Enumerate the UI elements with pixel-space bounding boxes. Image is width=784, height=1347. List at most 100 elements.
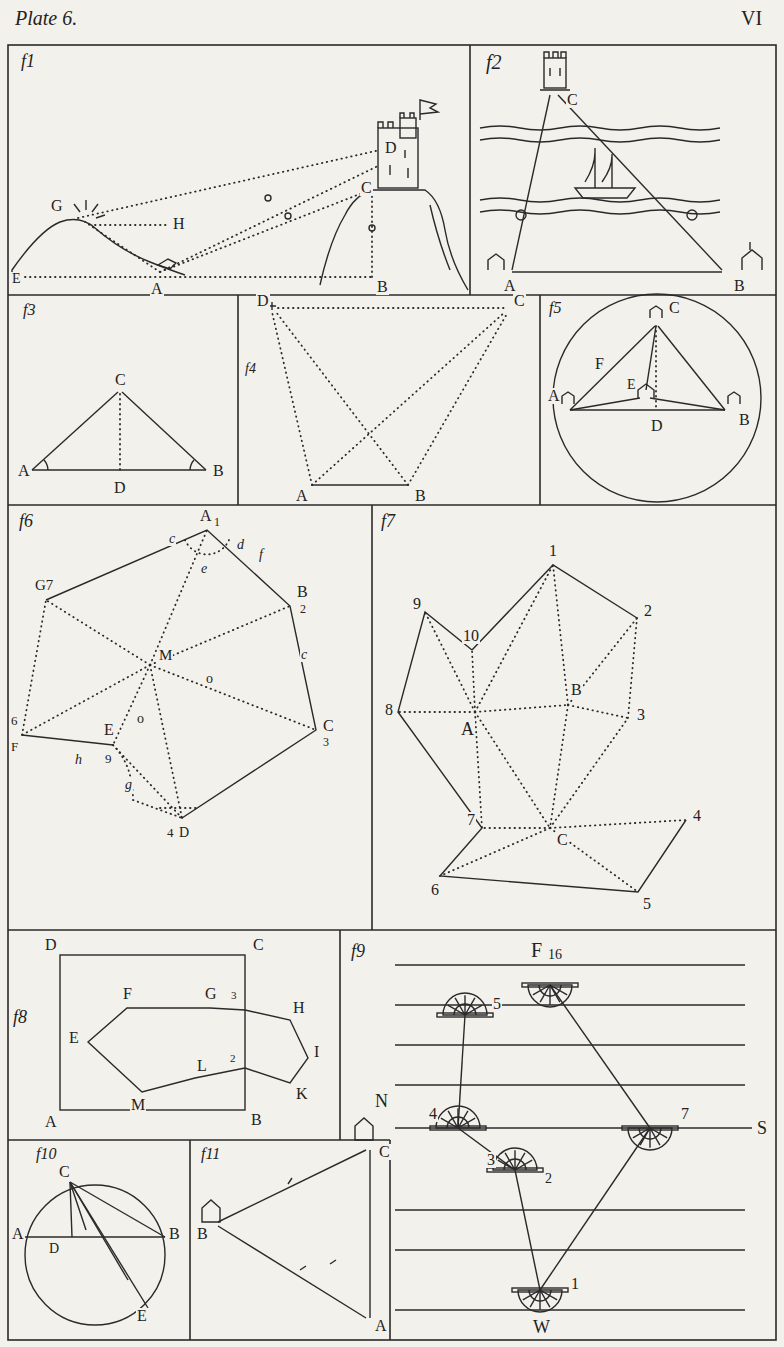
point-label: C: [378, 1144, 391, 1160]
point-label: A: [150, 281, 164, 297]
point-label: 6: [10, 714, 19, 727]
panel-frame: [8, 45, 776, 1340]
point-label: d: [236, 538, 245, 552]
figure-number: f7: [380, 512, 396, 530]
point-label: B: [168, 1226, 181, 1242]
figure-8-rectangle: [60, 955, 308, 1110]
point-label: M: [130, 1097, 146, 1113]
point-label: A: [547, 388, 561, 404]
point-label: H: [172, 216, 186, 232]
point-label: G: [204, 986, 218, 1002]
protractor-symbol: [430, 1106, 486, 1130]
figure-number: f5: [548, 300, 562, 316]
point-label: A: [17, 463, 31, 479]
point-label: N: [374, 1092, 389, 1110]
point-label: D: [44, 937, 58, 953]
point-label: 4: [428, 1106, 438, 1122]
point-label: B: [738, 412, 751, 428]
point-label: 2: [544, 1172, 553, 1186]
point-label: G7: [34, 578, 54, 593]
point-label: 10: [462, 628, 480, 644]
point-label: C: [58, 1164, 71, 1180]
point-label: B: [376, 279, 389, 295]
plate-number: VI: [740, 8, 763, 28]
point-label: F: [594, 356, 605, 372]
point-label: A: [44, 1114, 58, 1130]
figure-1-heights: [12, 100, 468, 290]
point-label: A: [374, 1318, 388, 1334]
point-label: g: [124, 778, 133, 792]
point-label: M: [158, 648, 173, 663]
point-label: B: [212, 463, 225, 479]
point-label: E: [136, 1308, 148, 1324]
point-label: 3: [636, 707, 646, 723]
point-label: 2: [299, 603, 307, 615]
point-label: E: [626, 378, 637, 392]
protractor-symbol: [622, 1126, 678, 1150]
point-label: E: [103, 722, 115, 738]
point-label: 9: [412, 596, 422, 612]
point-label: D: [48, 1242, 60, 1256]
point-label: D: [650, 418, 664, 434]
protractor-symbol: [437, 993, 493, 1017]
point-label: C: [360, 180, 373, 196]
point-label: 4: [692, 808, 702, 824]
point-label: K: [295, 1086, 309, 1102]
point-label: F: [530, 940, 543, 960]
figure-9-traverse: [395, 965, 752, 1312]
point-label: E: [68, 1030, 80, 1046]
point-label: h: [74, 753, 83, 767]
point-label: F: [122, 986, 133, 1002]
figure-3-triangle: [32, 392, 206, 470]
point-label: o: [205, 672, 214, 686]
point-label: 16: [547, 948, 563, 962]
protractor-symbol: [487, 1148, 543, 1172]
point-label: D: [178, 826, 190, 840]
point-label: B: [570, 682, 583, 698]
point-label: 7: [466, 812, 476, 828]
figure-number: f8: [12, 1008, 28, 1026]
figure-6-polygon: [22, 530, 316, 818]
point-label: I: [313, 1044, 320, 1060]
point-label: C: [322, 718, 335, 734]
figure-2-river: [480, 52, 762, 272]
point-label: F: [10, 740, 19, 753]
point-label: 4: [166, 826, 175, 839]
point-label: 9: [104, 752, 113, 765]
point-label: B: [196, 1226, 209, 1242]
figure-11-triangle: [202, 1118, 373, 1318]
point-label: W: [532, 1318, 551, 1336]
protractor-symbol: [512, 1288, 568, 1312]
point-label: H: [292, 1000, 306, 1016]
figure-number: f9: [350, 942, 366, 960]
point-label: A: [295, 488, 309, 504]
point-label: 1: [213, 516, 221, 528]
figure-10-circle: [25, 1182, 165, 1325]
point-label: 5: [492, 996, 502, 1012]
point-label: S: [756, 1119, 768, 1137]
point-label: 2: [643, 603, 653, 619]
point-label: C: [114, 372, 127, 388]
point-label: C: [668, 300, 681, 316]
point-label: A: [503, 278, 517, 294]
point-label: 7: [680, 1106, 690, 1122]
point-label: 6: [430, 882, 440, 898]
point-label: D: [113, 480, 127, 496]
point-label: 3: [322, 736, 330, 748]
figure-number: f3: [22, 302, 36, 318]
point-label: 3: [230, 990, 238, 1001]
figure-5-circle: [553, 294, 761, 502]
plate-title: Plate 6.: [14, 8, 78, 28]
point-label: 2: [229, 1053, 237, 1064]
point-label: C: [513, 293, 526, 309]
point-label: C: [252, 937, 265, 953]
point-label: B: [296, 584, 309, 600]
point-label: A: [11, 1226, 25, 1242]
point-label: 1: [570, 1276, 580, 1292]
point-label: A: [199, 508, 213, 524]
point-label: c: [168, 532, 176, 546]
protractor-symbol: [522, 983, 578, 1007]
figure-number: f4: [244, 362, 257, 376]
figure-number: f10: [35, 1146, 57, 1162]
